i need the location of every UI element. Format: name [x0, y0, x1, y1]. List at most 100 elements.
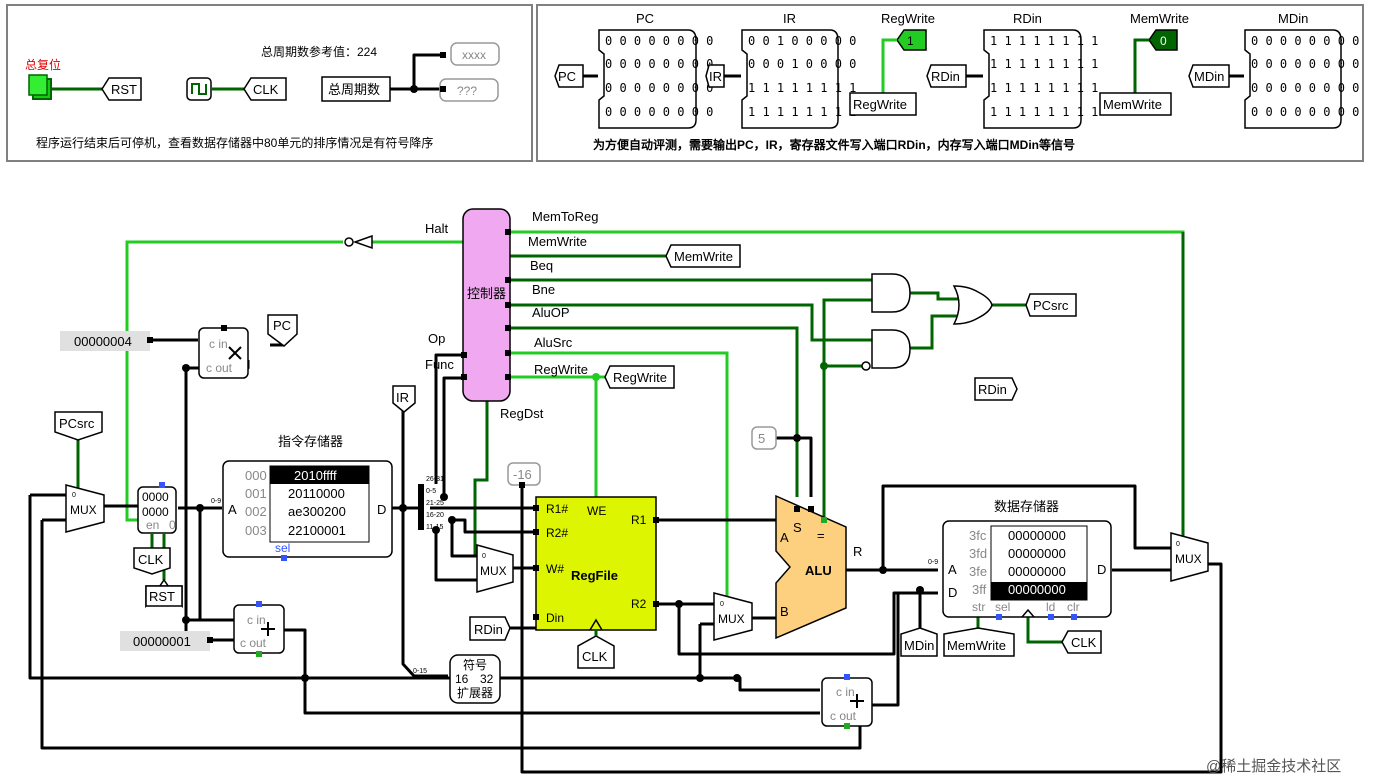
svg-text:c out: c out [206, 361, 233, 375]
svg-text:3fd: 3fd [969, 546, 987, 561]
pc-mux: 0 MUX [65, 484, 105, 533]
regwrite-tunnel: RegWrite [604, 365, 675, 389]
svg-text:0-9: 0-9 [211, 498, 221, 505]
svg-text:0 0 0 0 0 0 0 0: 0 0 0 0 0 0 0 0 [605, 34, 713, 48]
svg-text:3ff: 3ff [972, 582, 987, 597]
svg-text:MUX: MUX [1175, 552, 1202, 566]
svg-text:c in: c in [836, 685, 855, 699]
alusrc-mux: 0 MUX [713, 592, 753, 641]
svg-text:R2: R2 [631, 597, 647, 611]
regdst-mux: 0 MUX [476, 544, 514, 593]
pcsrc-tunnel-out: PCsrc [1025, 293, 1077, 317]
regwrite-probe-title: RegWrite [881, 11, 935, 26]
svg-text:00000001: 00000001 [133, 634, 191, 649]
svg-text:MDin: MDin [1194, 69, 1224, 84]
panel-right: PC 0 0 0 0 0 0 0 0 0 0 0 0 0 0 0 0 0 0 0… [536, 4, 1364, 162]
svg-text:0-5: 0-5 [426, 488, 436, 495]
svg-text:WE: WE [587, 504, 606, 518]
ctrl-regdst: RegDst [500, 406, 544, 421]
svg-text:0 0 0 0 0 0 0 0: 0 0 0 0 0 0 0 0 [605, 81, 713, 95]
alu: ALU A B S = R [775, 494, 862, 640]
rdin-probe-tunnel: RDin [926, 64, 967, 88]
ctrl-memtoreg: MemToReg [532, 209, 598, 224]
svg-text:D: D [948, 585, 957, 600]
const-five: 5 [751, 426, 777, 450]
instruction-splitter: 26-31 0-5 21-25 16-20 11-15 0-15 [413, 476, 444, 675]
clock-source[interactable] [186, 77, 212, 101]
pc-register: 0000 0000 en 0 [137, 482, 177, 580]
clk-tunnel-pc: CLK [133, 547, 171, 575]
data-memory: 数据存储器 3fc 3fd 3fe 3ff 00000000 00000000 … [928, 499, 1112, 620]
svg-text:en: en [146, 518, 159, 532]
svg-text:21-25: 21-25 [426, 500, 444, 507]
svg-text:0-9: 0-9 [928, 559, 938, 566]
svg-text:RegFile: RegFile [571, 568, 618, 583]
svg-text:c out: c out [830, 709, 857, 723]
mdin-probe-title: MDin [1278, 11, 1308, 26]
ir-probe [741, 29, 839, 129]
svg-text:PC: PC [273, 318, 291, 333]
ctrl-func: Func [425, 357, 454, 372]
svg-text:00000000: 00000000 [1008, 564, 1066, 579]
svg-text:00000004: 00000004 [74, 334, 132, 349]
halt-inverter [344, 234, 373, 250]
svg-text:sel: sel [275, 541, 290, 555]
adder-increment: c in c out [233, 601, 285, 657]
sign-extender: 符号 16 32 扩展器 [449, 654, 501, 704]
cycles-ref: 总周期数参考值：224 [261, 44, 377, 59]
svg-text:c out: c out [240, 636, 267, 650]
svg-text:CLK: CLK [1071, 635, 1097, 650]
wires [28, 230, 1223, 774]
svg-text:R1#: R1# [546, 502, 568, 516]
svg-text:MemWrite: MemWrite [1103, 97, 1162, 112]
pc-probe-tunnel: PC [554, 64, 584, 88]
probe-bottom: ??? [439, 78, 499, 102]
svg-text:000: 000 [245, 468, 267, 483]
svg-text:001: 001 [245, 486, 267, 501]
register-file: R1# R2# W# Din WE R1 R2 RegFile [533, 496, 659, 631]
reset-button[interactable] [28, 74, 52, 100]
memwrite-tunnel-ram: MemWrite [943, 627, 1015, 657]
svg-text:CLK: CLK [253, 82, 279, 97]
svg-text:MemWrite: MemWrite [947, 638, 1006, 653]
svg-text:MUX: MUX [480, 564, 507, 578]
svg-text:扩展器: 扩展器 [457, 686, 493, 700]
rst-tunnel-pc: RST [145, 578, 183, 609]
pcsrc-tunnel-in: PCsrc [54, 411, 103, 441]
svg-text:2010ffff: 2010ffff [294, 468, 337, 483]
pc-tunnel: PC [267, 314, 298, 347]
svg-text:PC: PC [558, 69, 576, 84]
ctrl-beq: Beq [530, 258, 553, 273]
svg-text:003: 003 [245, 523, 267, 538]
controller: 控制器 Halt MemToReg MemWrite Beq Bne AluOP… [425, 208, 598, 421]
ctrl-alusrc: AluSrc [534, 335, 573, 350]
rdin-probe-title: RDin [1013, 11, 1042, 26]
svg-text:xxxx: xxxx [462, 48, 486, 62]
reset-label: 总复位 [25, 57, 61, 72]
svg-text:A: A [228, 502, 237, 517]
const-one: 00000001 [120, 631, 213, 651]
svg-text:数据存储器: 数据存储器 [994, 499, 1059, 514]
regwrite-led [896, 29, 927, 51]
svg-text:ae300200: ae300200 [288, 504, 346, 519]
ctrl-halt: Halt [425, 221, 449, 236]
svg-text:S: S [793, 520, 802, 535]
or-gate-pcsrc [952, 285, 993, 325]
svg-text:0-15: 0-15 [413, 668, 427, 675]
svg-text:3fc: 3fc [969, 528, 987, 543]
svg-text:sel: sel [995, 600, 1010, 614]
svg-text:指令存储器: 指令存储器 [278, 434, 343, 449]
svg-text:0 0 0 1 0 0 0 0: 0 0 0 1 0 0 0 0 [748, 57, 856, 71]
svg-text:5: 5 [758, 431, 765, 446]
svg-text:RST: RST [111, 82, 137, 97]
regwrite-probe-tunnel: RegWrite [849, 92, 917, 116]
svg-text:0 0 0 0 0 0 0 0: 0 0 0 0 0 0 0 0 [1251, 105, 1359, 119]
watermark: @稀土掘金技术社区 [1206, 758, 1341, 775]
svg-text:A: A [780, 530, 789, 545]
and-gate-beq [871, 273, 911, 313]
clk-tunnel-out: CLK [243, 77, 287, 101]
svg-text:0: 0 [1160, 34, 1167, 48]
svg-text:MUX: MUX [70, 503, 97, 517]
rdin-probe [983, 29, 1082, 129]
